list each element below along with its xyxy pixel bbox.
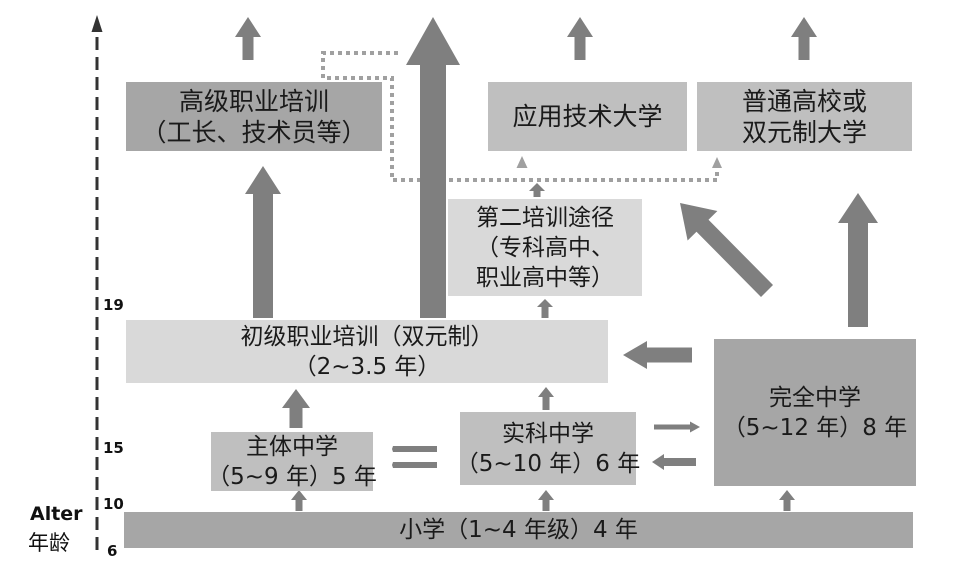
- age-label-10: 10: [103, 495, 124, 513]
- applied-university-up-arrow: [567, 17, 593, 60]
- gymnasium-to-applied-diagonal-arrow: [680, 203, 773, 297]
- applied-university-title: 应用技术大学: [512, 102, 663, 131]
- realschule-title: 实科中学: [502, 420, 594, 447]
- dotted-link-path: [321, 51, 719, 182]
- second-path-up-connector-arrow: [529, 183, 545, 197]
- age-label-15: 15: [103, 439, 124, 457]
- gymnasium-title: 完全中学: [769, 384, 861, 411]
- dotted-link-arrowhead: [712, 157, 722, 170]
- gymnasium-box: 完全中学 （5~12 年）8 年: [714, 339, 916, 486]
- gymnasium-duration: （5~12 年）8 年: [722, 414, 908, 441]
- realschule-box: 实科中学 （5~10 年）6 年: [456, 412, 640, 485]
- applied-university-box: 应用技术大学: [488, 82, 687, 151]
- dual-to-second-path-connector-arrow: [537, 299, 553, 318]
- axis-title-alter: Alter: [30, 503, 83, 525]
- hauptschule-title: 主体中学: [246, 433, 338, 460]
- dual-to-higher-vocational-arrow: [245, 166, 281, 318]
- axis-title-age: 年龄: [28, 531, 70, 555]
- realschule-hauptschule-bar-bottom: [392, 462, 437, 468]
- general-university-up-arrow: [791, 17, 817, 60]
- hauptschule-duration: （5~9 年）5 年: [207, 463, 377, 490]
- primary-to-hauptschule-arrow: [291, 490, 307, 511]
- primary-school-title: 小学（1~4 年级）4 年: [399, 517, 638, 543]
- gymnasium-to-university-arrow: [838, 193, 878, 327]
- primary-to-gymnasium-arrow: [779, 490, 795, 511]
- realschule-to-gymnasium-arrow: [654, 421, 700, 433]
- vocational-to-career-big-arrow: [406, 17, 460, 318]
- second-path-line3: 职业高中等）: [476, 264, 614, 291]
- realschule-duration: （5~10 年）6 年: [455, 450, 641, 477]
- age-label-6: 6: [107, 542, 118, 560]
- realschule-to-second-path-arrow: [538, 387, 554, 410]
- hauptschule-to-dual-arrow: [282, 389, 310, 428]
- higher-vocational-box: 高级职业培训 （工长、技术员等）: [126, 82, 382, 151]
- higher-vocational-up-arrow: [235, 17, 261, 60]
- dual-vocational-title: 初级职业培训（双元制）: [240, 323, 494, 350]
- dual-vocational-box: 初级职业培训（双元制） （2~3.5 年）: [126, 320, 608, 383]
- higher-vocational-subtitle: （工长、技术员等）: [141, 117, 367, 147]
- second-path-line2: （专科高中、: [476, 234, 614, 261]
- second-path-to-applied-arrow: [516, 156, 528, 180]
- second-education-path-box: 第二培训途径 （专科高中、 职业高中等）: [448, 199, 642, 296]
- gymnasium-to-realschule-arrow: [652, 454, 696, 470]
- higher-vocational-title: 高级职业培训: [178, 86, 329, 116]
- realschule-hauptschule-bar-top: [392, 446, 437, 452]
- dual-vocational-duration: （2~3.5 年）: [293, 353, 441, 380]
- primary-school-box: 小学（1~4 年级）4 年: [124, 512, 913, 548]
- primary-to-realschule-arrow: [538, 490, 554, 511]
- age-axis-arrowhead: [91, 15, 103, 32]
- gymnasium-to-dual-arrow: [623, 341, 692, 369]
- general-university-title: 普通高校或: [741, 86, 867, 116]
- general-university-box: 普通高校或 双元制大学: [697, 82, 912, 151]
- hauptschule-box: 主体中学 （5~9 年）5 年: [207, 432, 377, 491]
- second-path-title: 第二培训途径: [476, 204, 614, 231]
- age-label-19: 19: [103, 296, 124, 314]
- general-university-subtitle: 双元制大学: [741, 117, 867, 147]
